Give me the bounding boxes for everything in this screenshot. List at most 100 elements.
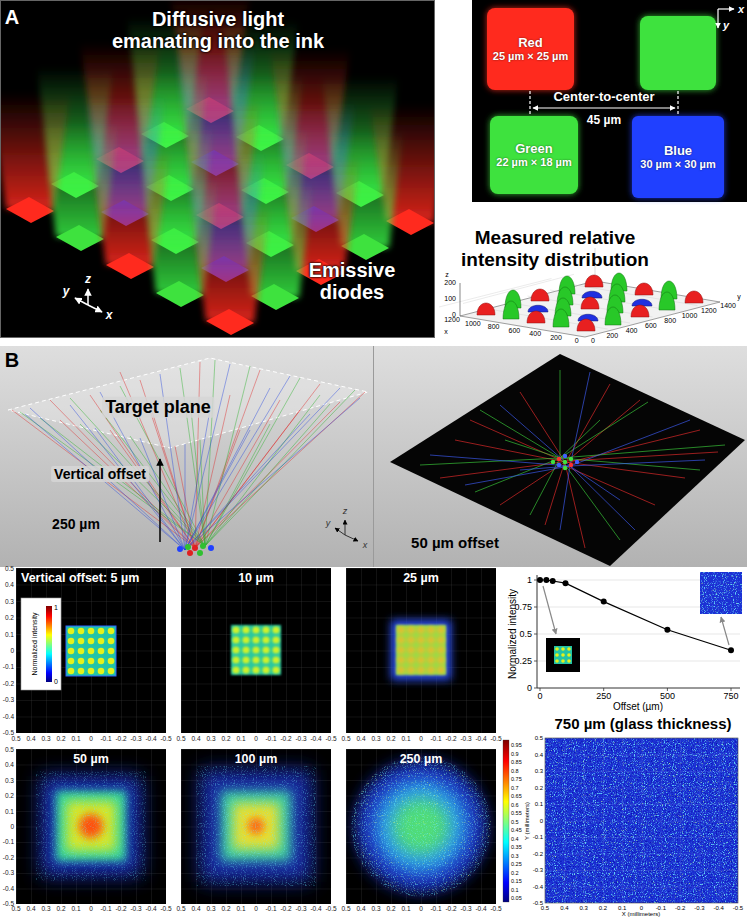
- panel-letter: B: [5, 349, 19, 372]
- tick-label: 0.4: [191, 735, 200, 742]
- line-chart: [700, 572, 742, 614]
- tick-label: -0.4: [145, 735, 156, 742]
- tick-label: 0.9: [511, 750, 519, 756]
- tick-label: 0.2: [386, 735, 395, 742]
- tick-label: -0.2: [675, 905, 685, 912]
- tick-label: 0.6: [511, 801, 519, 807]
- tick-label: 0: [640, 905, 643, 912]
- tick-label: 0.8: [511, 767, 519, 773]
- heatmap-images: [351, 756, 491, 897]
- ray-trace-render: [25, 364, 360, 550]
- ray-trace-render: [430, 372, 705, 530]
- intensity-surface-plot: [503, 301, 519, 319]
- heatmap-750: [545, 738, 738, 903]
- tick-label: 0.4: [191, 905, 200, 912]
- ray-trace-render: [569, 457, 573, 461]
- panel-title: 100 µm: [235, 752, 278, 767]
- tick-label: 0.2: [221, 905, 230, 912]
- ray-trace-render: [390, 354, 745, 566]
- tick-label: -0.3: [130, 735, 141, 742]
- heatmap-images: [391, 620, 451, 680]
- tick-label: 0.4: [26, 905, 35, 912]
- tick-label: -0.5: [733, 905, 743, 912]
- tick-label: 0.3: [579, 905, 587, 912]
- heatmap-panel: 50 µm: [16, 749, 166, 904]
- line-chart: [534, 572, 742, 691]
- heatmap-images: [16, 568, 166, 733]
- ray-trace-render: [563, 460, 567, 464]
- tick-label: -0.2: [3, 680, 14, 687]
- heatmap-750: [545, 738, 738, 903]
- dimension-label: 22 µm × 18 µm: [496, 156, 571, 169]
- tick-label: 1: [527, 575, 532, 585]
- ray-trace-render: [569, 463, 573, 467]
- emitter-render: [0, 0, 435, 338]
- tick-label: -0.5: [325, 905, 336, 912]
- tick-label: 0.4: [356, 735, 365, 742]
- line-chart: [700, 572, 742, 614]
- line-chart: [550, 578, 556, 584]
- tick-label: 0.5: [5, 565, 14, 572]
- axis-label: x: [738, 3, 744, 16]
- dimension-label: 250 µm: [52, 516, 100, 532]
- tick-label: 0.3: [5, 777, 14, 784]
- ray-trace-render: [557, 463, 561, 467]
- heatmap-images: [196, 766, 316, 886]
- tick-label: -0.3: [460, 905, 471, 912]
- tick-label: 500: [660, 691, 675, 701]
- tick-label: -0.1: [533, 834, 543, 841]
- tick-label: -0.4: [310, 735, 321, 742]
- tick-label: 100: [444, 295, 456, 303]
- emitter-render: [75, 298, 88, 305]
- emitter-render: [87, 289, 89, 305]
- tick-label: -0.5: [160, 735, 171, 742]
- tick-label: 0: [419, 735, 423, 742]
- intensity-surface-plot: [460, 281, 720, 337]
- tick-label: 0.1: [511, 886, 519, 892]
- intensity-surface-plot: [477, 303, 495, 315]
- tick-label: 0.4: [5, 762, 14, 769]
- heatmap-750: [545, 738, 738, 903]
- heatmap-images: [36, 771, 146, 881]
- micrograph: [632, 116, 724, 198]
- ray-trace-render: [335, 528, 345, 535]
- heatmap-images: [181, 749, 331, 904]
- micrograph: [677, 91, 678, 116]
- intensity-surface-plot: [581, 297, 599, 309]
- line-chart: [554, 646, 572, 664]
- heatmap-images: [196, 766, 316, 886]
- tick-label: 0.1: [236, 905, 245, 912]
- dimension-label: 25 µm × 25 µm: [493, 50, 568, 63]
- tick-label: -0.4: [145, 905, 156, 912]
- heatmap-images: [231, 625, 281, 675]
- tick-label: 0.3: [41, 905, 50, 912]
- tick-label: 0.2: [386, 905, 395, 912]
- heatmap-images: [66, 626, 116, 676]
- tick-label: 0.2: [56, 735, 65, 742]
- annotation: Emissive diodes: [297, 259, 407, 303]
- tick-label: 0.1: [401, 735, 410, 742]
- tick-label: 0.2: [599, 905, 607, 912]
- tick-label: -0.1: [430, 905, 441, 912]
- tick-label: 0.3: [206, 905, 215, 912]
- tick-label: 200: [444, 279, 456, 287]
- heatmap-images: [21, 598, 61, 690]
- tick-label: 0.5: [11, 905, 20, 912]
- tick-label: 0.7: [511, 784, 519, 790]
- tick-label: -0.3: [295, 735, 306, 742]
- ray-trace-render: [373, 346, 374, 567]
- intensity-surface-plot: [531, 289, 549, 301]
- tick-label: -0.2: [280, 735, 291, 742]
- tick-label: 0: [10, 823, 14, 830]
- dimension-label: 45 µm: [587, 114, 621, 128]
- tick-label: 0.5: [341, 735, 350, 742]
- ray-trace-render: [20, 360, 355, 546]
- ray-trace-render: [187, 550, 193, 556]
- tick-label: 0.1: [71, 905, 80, 912]
- ray-trace-render: [563, 454, 567, 458]
- line-chart: [543, 586, 556, 634]
- tick-label: 0.5: [176, 905, 185, 912]
- color-name: Green: [515, 141, 553, 157]
- tick-label: 400: [529, 330, 541, 338]
- panel-title: 25 µm: [403, 571, 439, 586]
